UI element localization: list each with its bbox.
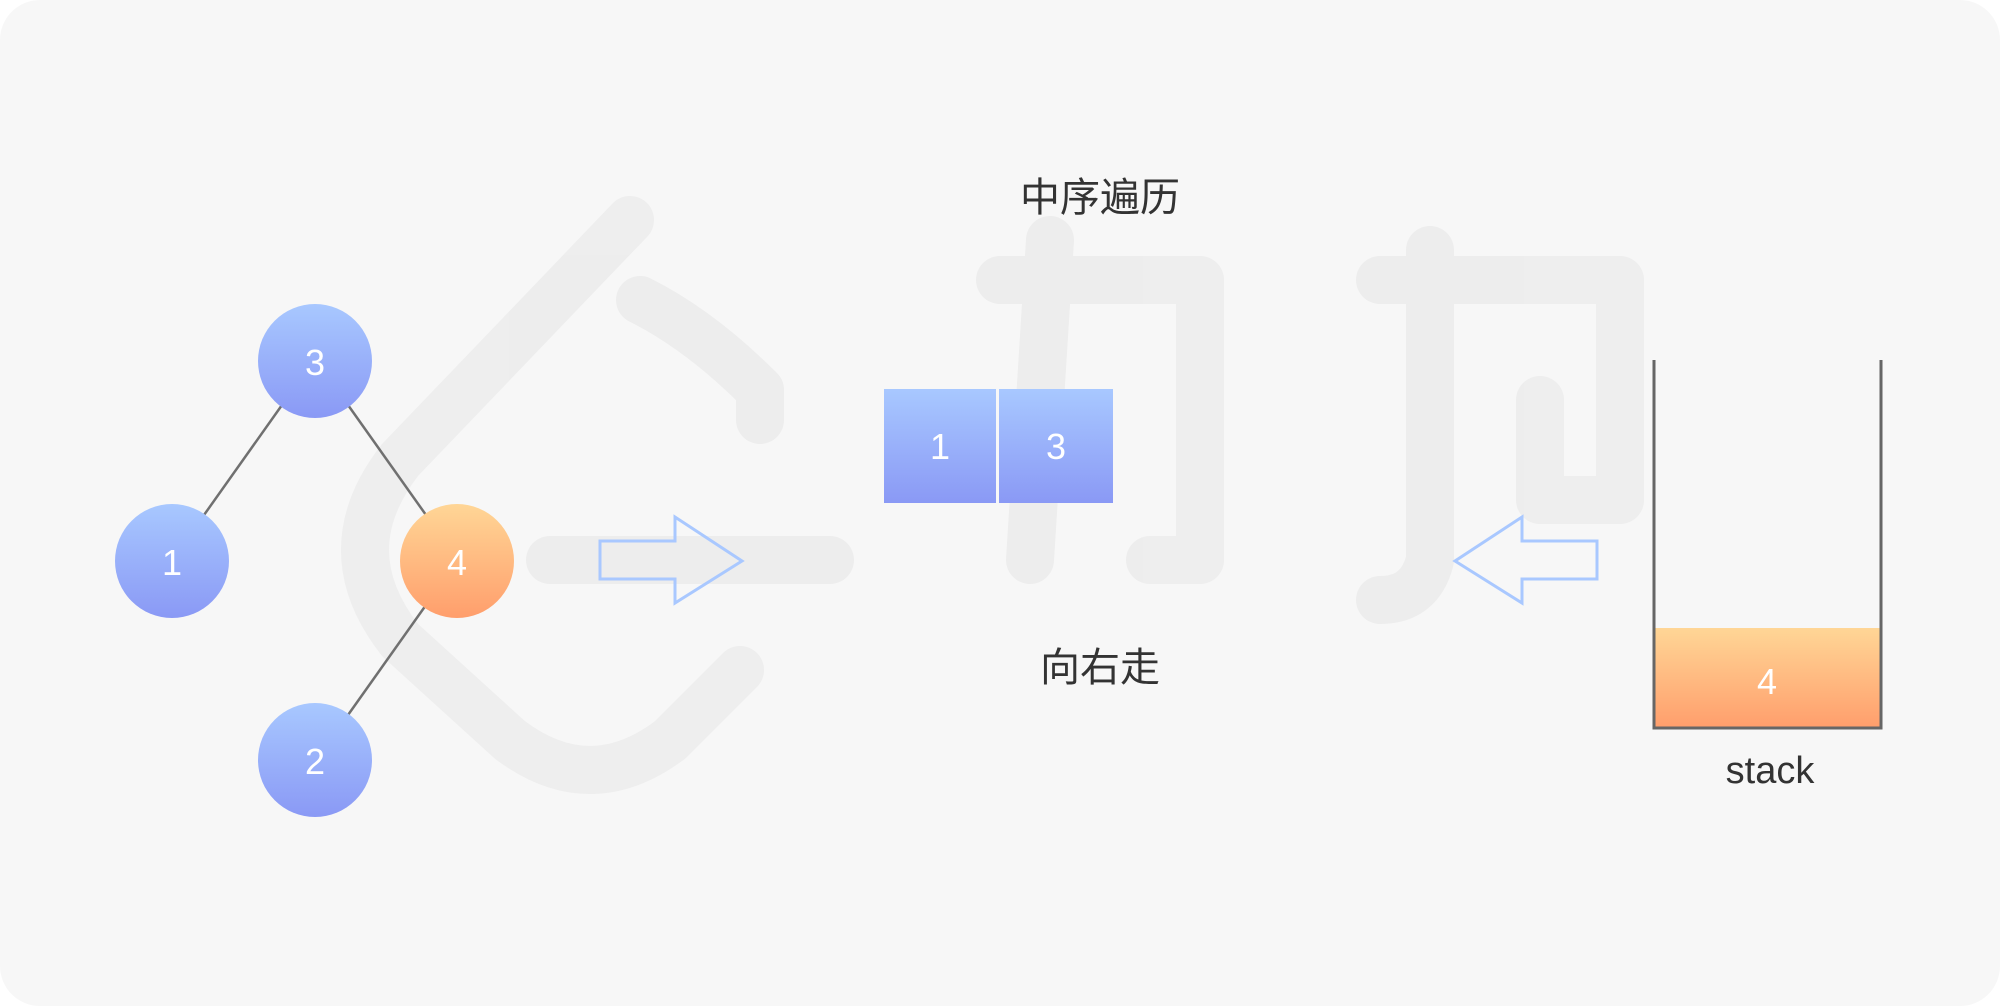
- tree-node-root: 3: [258, 304, 372, 418]
- tree-node-right-left: 2: [258, 703, 372, 817]
- tree-node-label: 2: [305, 741, 325, 782]
- tree-edges: [202, 404, 428, 716]
- output-cell: [999, 389, 1113, 503]
- arrow-left-icon: [1452, 514, 1599, 606]
- stack-label: stack: [1725, 750, 1815, 792]
- tree-node-left: 1: [115, 504, 229, 618]
- output-cell-label: 3: [1046, 426, 1066, 467]
- step-action: 向右走: [1040, 645, 1160, 691]
- step-title: 中序遍历: [1020, 175, 1180, 221]
- tree-node-label: 4: [447, 542, 467, 583]
- stack-container: 4: [1652, 360, 1883, 730]
- stack-item-label: 4: [1757, 661, 1777, 702]
- tree-node-label: 3: [305, 342, 325, 383]
- tree-node-right-current: 4: [400, 504, 514, 618]
- stack-item: [1654, 628, 1881, 728]
- edge-right-rightleft: [346, 604, 428, 716]
- edge-root-left: [202, 404, 284, 516]
- output-cell-label: 1: [930, 426, 950, 467]
- output-sequence: 1 3: [884, 389, 1113, 503]
- stack-walls: [1652, 360, 1883, 730]
- arrow-right-icon: [598, 514, 745, 606]
- tree-node-label: 1: [162, 542, 182, 583]
- edge-root-right: [346, 404, 428, 516]
- output-cell: [884, 389, 996, 503]
